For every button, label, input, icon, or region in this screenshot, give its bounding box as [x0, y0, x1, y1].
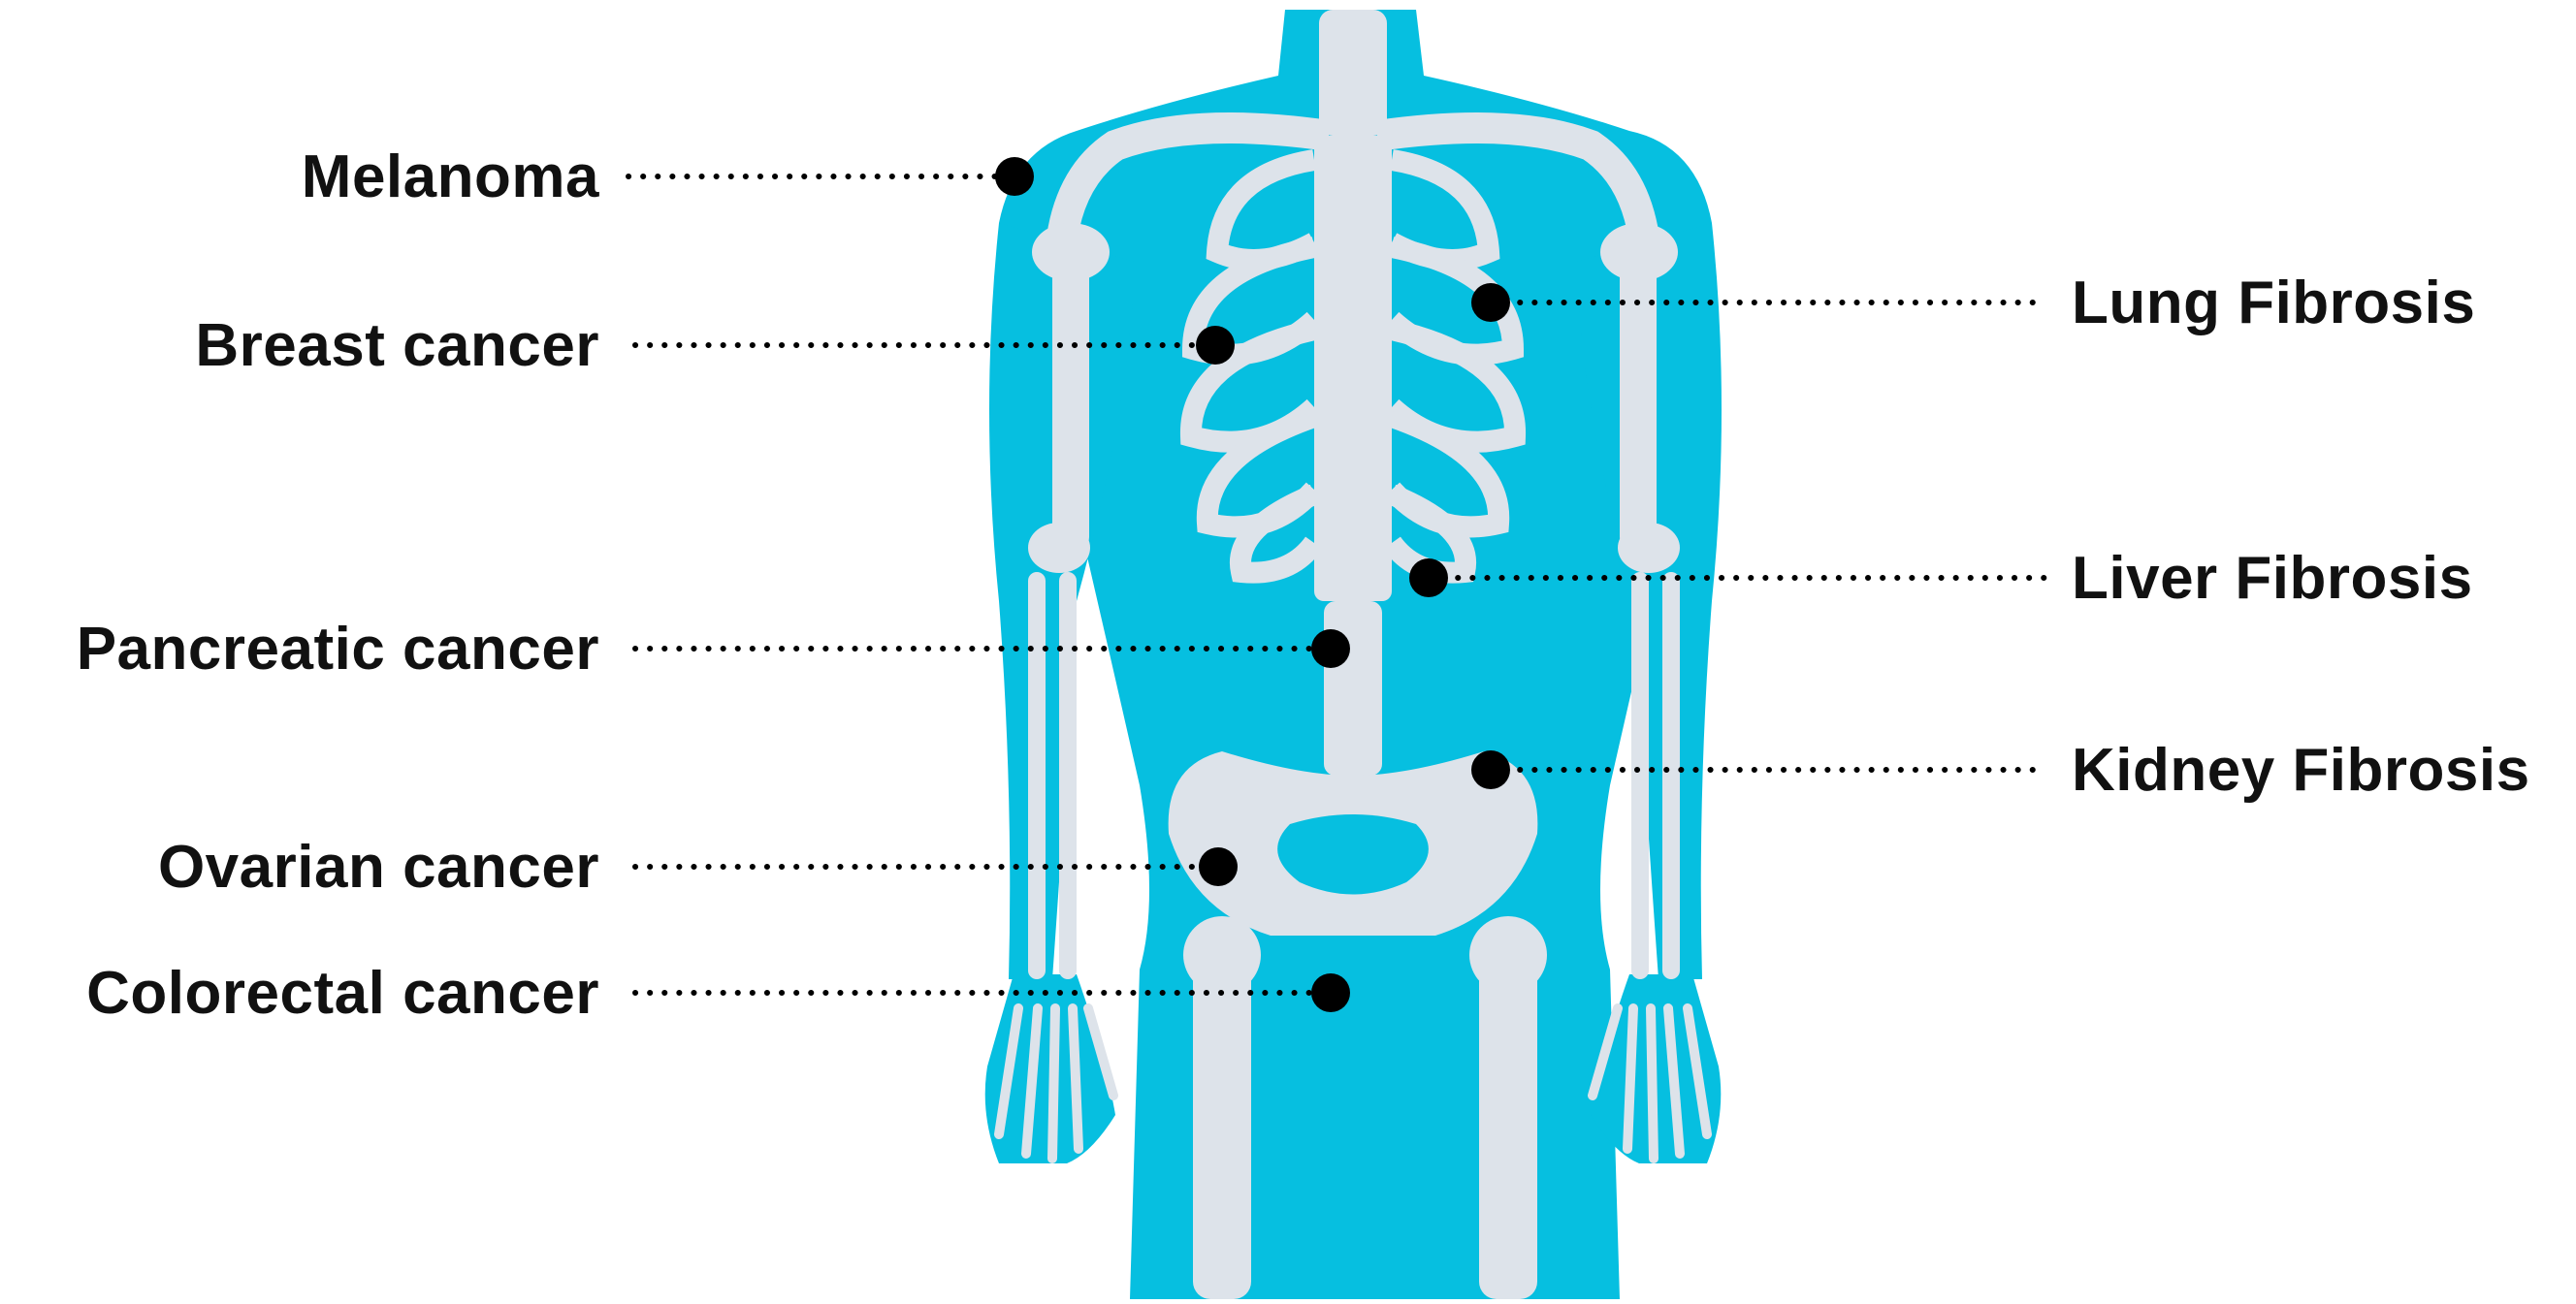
- pelvis-opening: [1277, 814, 1429, 895]
- femur-right: [1479, 950, 1537, 1299]
- femur-left: [1193, 950, 1251, 1299]
- forearm-right-ulna: [1662, 572, 1680, 979]
- forearm-right-radius: [1631, 572, 1649, 979]
- label-kidney-fibrosis: Kidney Fibrosis: [2072, 741, 2530, 801]
- forearm-left-ulna: [1059, 572, 1077, 979]
- label-pancreatic-cancer: Pancreatic cancer: [77, 620, 599, 680]
- label-melanoma: Melanoma: [302, 147, 599, 207]
- humerus-right: [1620, 242, 1657, 553]
- forearm-left-radius: [1028, 572, 1046, 979]
- label-breast-cancer: Breast cancer: [195, 316, 599, 376]
- label-liver-fibrosis: Liver Fibrosis: [2072, 549, 2473, 609]
- marker-ovarian-cancer: [1199, 847, 1238, 886]
- marker-liver-fibrosis: [1409, 558, 1448, 597]
- label-ovarian-cancer: Ovarian cancer: [158, 838, 599, 898]
- marker-breast-cancer: [1196, 326, 1235, 365]
- thoracic-spine: [1314, 136, 1392, 601]
- label-colorectal-cancer: Colorectal cancer: [86, 964, 599, 1024]
- marker-pancreatic-cancer: [1311, 629, 1350, 668]
- marker-kidney-fibrosis: [1471, 750, 1510, 789]
- label-lung-fibrosis: Lung Fibrosis: [2072, 273, 2475, 334]
- lumbar-spine: [1324, 601, 1382, 776]
- marker-colorectal-cancer: [1311, 973, 1350, 1012]
- humerus-left: [1052, 242, 1089, 553]
- cervical-spine: [1319, 10, 1387, 136]
- marker-lung-fibrosis: [1471, 283, 1510, 322]
- marker-melanoma: [995, 157, 1034, 196]
